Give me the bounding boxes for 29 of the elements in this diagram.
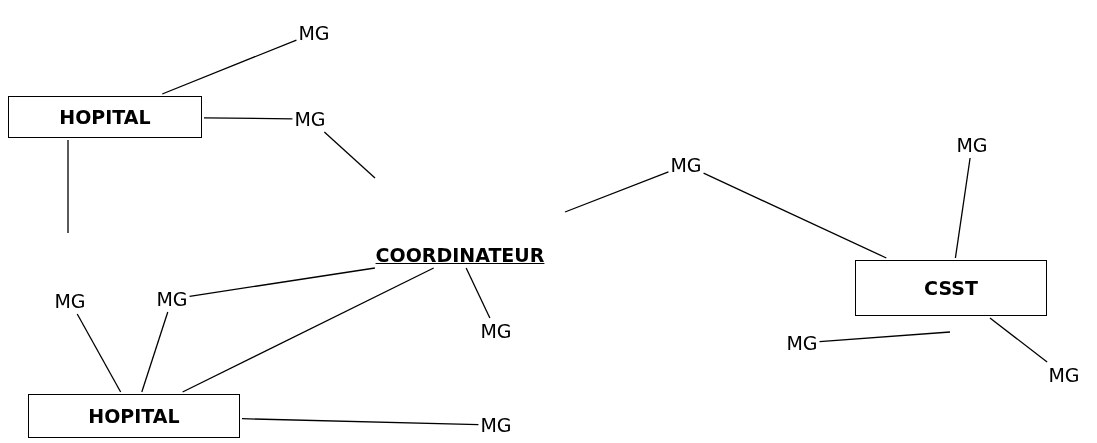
node-label: MG	[786, 332, 818, 354]
node-label: MG	[156, 288, 188, 310]
node-label: COORDINATEUR	[375, 244, 545, 266]
node-label: MG	[298, 22, 330, 44]
connector-line	[818, 331, 951, 343]
connector-line	[989, 317, 1048, 363]
connector-line	[181, 267, 435, 393]
node-label: MG	[480, 414, 512, 436]
node-label: MG	[480, 320, 512, 342]
connector-line	[188, 267, 376, 297]
connector-line	[564, 171, 670, 213]
node-label: MG	[956, 134, 988, 156]
connector-line	[67, 139, 69, 234]
connector-line	[161, 39, 298, 95]
connector-line	[141, 311, 169, 393]
label-box: CSST	[855, 260, 1047, 316]
connector-line	[76, 313, 122, 393]
node-label: MG	[54, 290, 86, 312]
label-box: HOPITAL	[28, 394, 240, 438]
connector-line	[323, 131, 376, 179]
connector-line	[954, 157, 971, 259]
connector-line	[241, 418, 480, 426]
node-label: MG	[1048, 364, 1080, 386]
connector-line	[702, 172, 887, 259]
node-label: MG	[294, 108, 326, 130]
label-box: HOPITAL	[8, 96, 202, 138]
connector-line	[203, 117, 294, 120]
connector-line	[465, 267, 491, 319]
node-label: MG	[670, 154, 702, 176]
